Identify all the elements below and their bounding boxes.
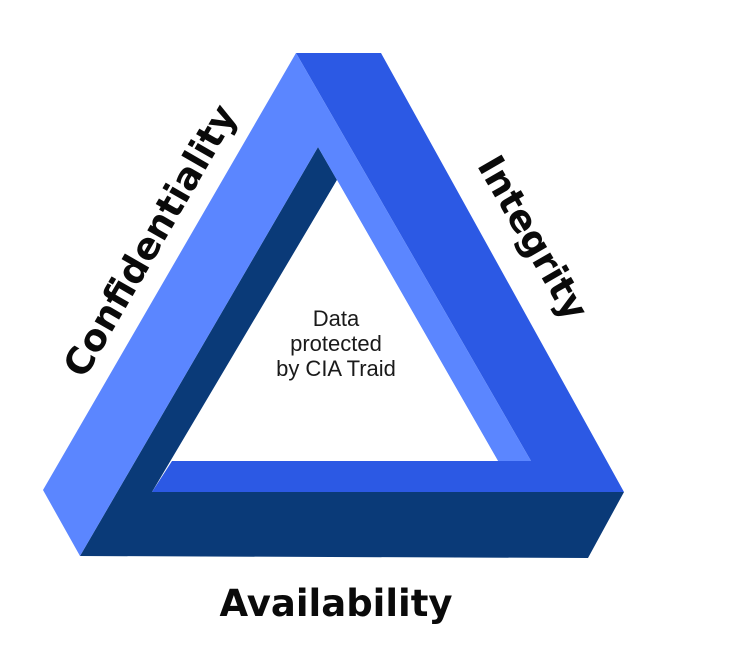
- inner-triangle: [172, 180, 498, 461]
- center-text-line-1: Data: [313, 306, 360, 331]
- left-bar-outer-face: [43, 53, 531, 556]
- right-bar-outer-face: [152, 53, 624, 492]
- center-text-line-2: protected: [290, 331, 382, 356]
- penrose-triangle: [43, 53, 624, 558]
- bottom-bar-front-face: [80, 147, 624, 558]
- center-text-line-3: by CIA Traid: [276, 356, 396, 381]
- availability-label: Availability: [219, 582, 452, 625]
